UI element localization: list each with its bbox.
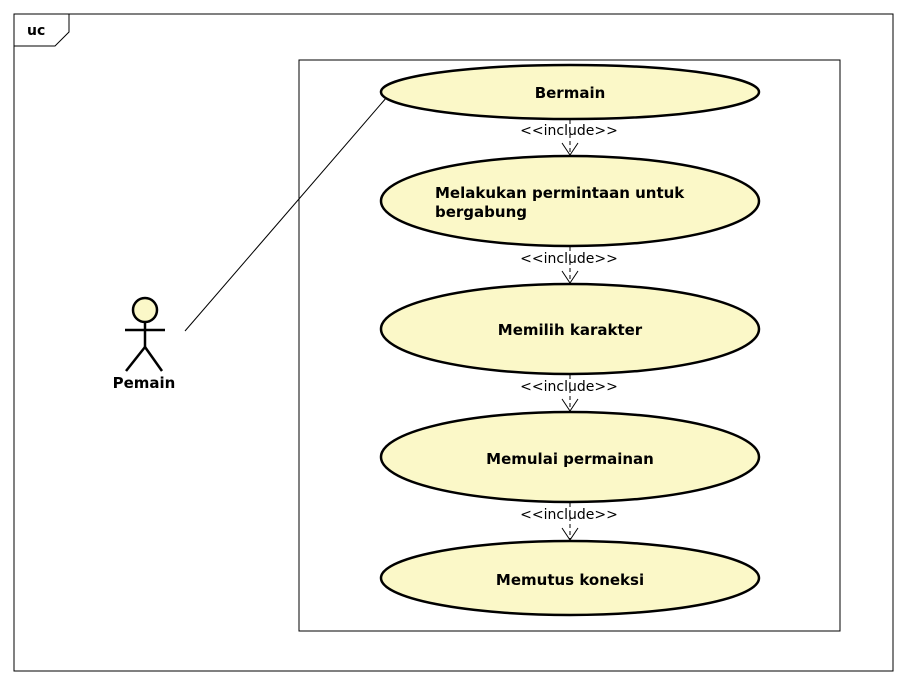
include-label: <<include>> <box>520 379 618 395</box>
use-case-label: Memutus koneksi <box>496 571 644 589</box>
include-label: <<include>> <box>520 251 618 267</box>
include-label: <<include>> <box>520 123 618 139</box>
actor-head <box>131 296 159 324</box>
arrow-head-icon <box>561 270 579 284</box>
include-label: <<include>> <box>520 507 618 523</box>
use-case-label-line-2: bergabung <box>435 203 527 221</box>
include-relation-1[interactable]: <<include>> <box>520 120 618 156</box>
frame-tab <box>13 13 70 47</box>
use-case-label: Memilih karakter <box>498 321 643 339</box>
arrow-head-icon <box>561 142 579 156</box>
association-line <box>184 96 388 332</box>
use-case-label: Memulai permainan <box>486 450 654 468</box>
stick-figure-icon <box>125 296 165 372</box>
include-relation-3[interactable]: <<include>> <box>520 375 618 412</box>
use-case-memulai-permainan[interactable]: Memulai permainan <box>379 410 761 504</box>
use-case-label-line-1: Melakukan permintaan untuk <box>435 184 685 202</box>
use-case-label: Bermain <box>535 84 606 102</box>
include-relation-2[interactable]: <<include>> <box>520 247 618 284</box>
arrow-head-icon <box>561 527 579 541</box>
use-case-bermain[interactable]: Bermain <box>379 63 761 121</box>
frame-label: uc <box>27 23 45 39</box>
use-case-melakukan-permintaan[interactable]: Melakukan permintaan untuk bergabung <box>379 154 761 248</box>
arrow-head-icon <box>561 398 579 412</box>
actor-pemain[interactable]: Pemain <box>113 296 176 392</box>
use-case-memutus-koneksi[interactable]: Memutus koneksi <box>379 539 761 617</box>
use-case-memilih-karakter[interactable]: Memilih karakter <box>379 282 761 376</box>
include-relation-4[interactable]: <<include>> <box>520 503 618 541</box>
actor-name: Pemain <box>113 374 176 392</box>
